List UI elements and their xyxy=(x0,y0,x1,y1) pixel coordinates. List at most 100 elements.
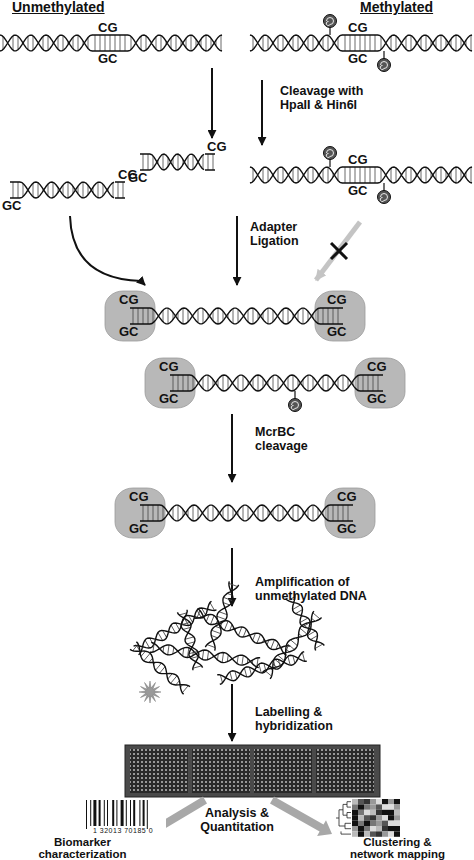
dna-fragment: CGGCCGGC xyxy=(145,352,405,414)
barcode-bar xyxy=(143,800,145,826)
dna-strand xyxy=(342,35,378,51)
heatmap-cell xyxy=(364,821,370,826)
methyl-link xyxy=(329,159,330,167)
barcode-bar xyxy=(107,800,108,826)
dna-strand xyxy=(250,167,342,183)
dna-strand xyxy=(360,375,383,391)
heatmap-cell xyxy=(376,810,382,815)
heatmap xyxy=(336,799,400,837)
adapter xyxy=(325,488,375,538)
flow-arrow xyxy=(211,68,213,138)
array-panel xyxy=(316,749,374,793)
adapter xyxy=(115,488,165,538)
base-pair-rungs xyxy=(333,505,348,521)
dna-strand xyxy=(262,611,321,679)
dna-strand xyxy=(170,375,190,391)
heatmap-cell xyxy=(352,821,358,826)
base-pair-rungs xyxy=(131,35,221,51)
base-pair-rungs xyxy=(23,182,113,198)
heatmap-cell xyxy=(382,799,388,804)
heatmap-cell xyxy=(394,826,400,831)
base-pair-label: CG xyxy=(159,359,179,374)
heatmap-cell xyxy=(388,810,394,815)
dna-drawing xyxy=(115,482,375,544)
heatmap-cell xyxy=(352,826,358,831)
dna-strand xyxy=(20,182,114,198)
base-pair-rungs xyxy=(153,308,318,324)
heatmap-cell xyxy=(382,815,388,820)
base-pair-rungs xyxy=(193,375,358,391)
methyl-link xyxy=(294,391,295,399)
heatmap-cell xyxy=(388,826,394,831)
step-label: Cleavage with HpaII & Hin6I xyxy=(280,84,375,112)
dna-strand xyxy=(250,35,342,51)
dna-strand xyxy=(140,154,150,170)
heatmap-cell xyxy=(376,804,382,809)
heatmap-cell xyxy=(388,799,394,804)
array-panel xyxy=(130,749,188,793)
dna-strand xyxy=(115,182,125,198)
dna-strand xyxy=(140,505,160,521)
dna-strand xyxy=(150,154,204,170)
barcode-bar xyxy=(121,800,124,826)
heatmap-cell xyxy=(382,831,388,836)
methyl-group xyxy=(324,15,337,28)
heatmap-cell xyxy=(370,810,376,815)
heatmap-cell xyxy=(394,804,400,809)
heatmap-cell xyxy=(394,831,400,836)
heatmap-cell xyxy=(382,821,388,826)
barcode-bar xyxy=(86,800,87,829)
methyl-spiral xyxy=(326,18,333,26)
dna-copy xyxy=(134,601,217,655)
dna-strand xyxy=(150,642,260,667)
heatmap-cell xyxy=(388,821,394,826)
barcode-bar xyxy=(99,800,101,826)
dna-strand xyxy=(130,642,190,695)
heatmap-cell xyxy=(352,810,358,815)
base-pair-rungs xyxy=(3,35,88,50)
heatmap-cell xyxy=(358,826,364,831)
base-pair-rungs xyxy=(345,35,375,51)
dna-strand xyxy=(378,35,472,51)
methyl-spiral xyxy=(380,62,387,70)
dna-strand xyxy=(92,35,128,51)
array-panel xyxy=(192,749,250,793)
barcode-digits: 1 32013 70185 0 xyxy=(78,827,168,835)
base-pair-label: GC xyxy=(119,324,139,339)
heatmap-cell xyxy=(376,815,382,820)
dna-copy xyxy=(150,642,260,667)
methyl-spiral xyxy=(326,150,333,158)
heatmap-cell xyxy=(394,815,400,820)
base-pair-rungs xyxy=(13,182,18,198)
block-cross xyxy=(331,243,347,259)
base-pair-label: CG xyxy=(129,489,149,504)
dna-fragment: CGGC xyxy=(250,145,472,215)
heatmap-cell xyxy=(382,826,388,831)
base-pair-label: CG xyxy=(348,152,368,167)
barcode-bar xyxy=(112,800,114,826)
barcode-bar xyxy=(130,800,131,826)
heatmap-cell xyxy=(358,810,364,815)
base-pair-rungs xyxy=(253,167,338,182)
dna-strand xyxy=(342,167,378,183)
label-star xyxy=(139,681,161,703)
step-label: Labelling & hybridization xyxy=(255,705,375,733)
heatmap-cell xyxy=(376,826,382,831)
block-cross xyxy=(331,243,347,259)
heatmap-cell xyxy=(352,799,358,804)
base-pair-rungs xyxy=(323,308,338,324)
flow-arrow xyxy=(261,80,263,145)
barcode-bar xyxy=(116,800,117,826)
heatmap-cell xyxy=(388,815,394,820)
heatmap-cell xyxy=(370,826,376,831)
base-pair-label: GC xyxy=(98,51,118,66)
heatmap-cell xyxy=(388,831,394,836)
flow-arrow xyxy=(236,216,238,285)
dna-strand xyxy=(217,652,307,685)
base-pair-rungs xyxy=(136,603,214,653)
heatmap-cell xyxy=(364,826,370,831)
blocked-arrow xyxy=(316,222,360,280)
